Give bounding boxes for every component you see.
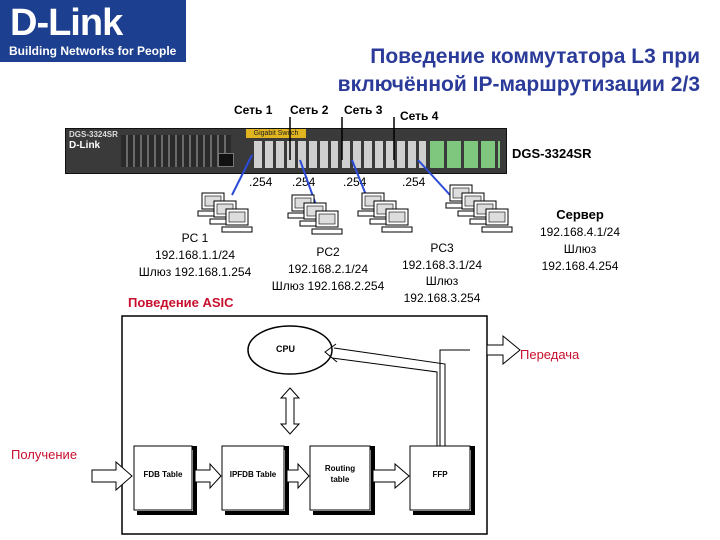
receive-label: Получение <box>11 447 78 462</box>
network-label-2: Сеть 2 <box>290 103 329 117</box>
pc1-name: PC 1 <box>181 231 209 245</box>
ffp-block <box>409 445 475 515</box>
panel-mgmt-port <box>218 153 234 167</box>
server-gateway: 192.168.4.254 <box>541 259 619 273</box>
table-connector-arrows <box>194 462 410 490</box>
panel-combo-block <box>430 141 500 168</box>
page-title-line2: включённой IP-маршрутизации 2/3 <box>337 73 700 96</box>
cable-links <box>231 154 451 206</box>
transmit-label: Передача <box>520 347 580 362</box>
network-label-4: Сеть 4 <box>400 109 439 123</box>
cpu-label: CPU <box>276 344 296 354</box>
server-pcs-icon <box>445 184 513 233</box>
network-label-1: Сеть 1 <box>234 103 273 117</box>
logo-tagline: Building Networks for People <box>9 44 177 58</box>
routing-table-label-1: Routing <box>324 464 356 473</box>
cpu-ellipse <box>247 325 333 375</box>
pc2-ip: 192.168.2.1/24 <box>287 262 369 276</box>
port-label-1: .254 <box>249 175 273 189</box>
ipfdb-table-label: IPFDB Table <box>229 470 277 479</box>
port-label-4: .254 <box>402 175 426 189</box>
ffp-transmit-line <box>439 349 470 446</box>
ffp-cpu-arrow <box>324 343 446 446</box>
pc1-gateway: Шлюз 192.168.1.254 <box>138 265 252 279</box>
receive-arrow <box>91 460 133 492</box>
logo-brand: D-Link <box>10 2 123 44</box>
pc3-gateway-label: Шлюз <box>425 274 459 288</box>
pc2-name: PC2 <box>316 245 340 259</box>
pc1-ip: 192.168.1.1/24 <box>154 248 236 262</box>
pc1-icon <box>197 192 253 233</box>
pc3-gateway: 192.168.3.254 <box>403 291 481 305</box>
ipfdb-table-block <box>221 445 289 515</box>
panel-led-area <box>121 135 231 167</box>
server-gateway-label: Шлюз <box>563 242 597 256</box>
fdb-table-label: FDB Table <box>143 470 183 479</box>
panel-model: DGS-3324SR <box>69 130 118 139</box>
panel-label: Gigabit Switch <box>246 129 306 138</box>
network-label-3: Сеть 3 <box>344 103 383 117</box>
asic-heading: Поведение ASIC <box>128 295 234 310</box>
pc3-icon <box>357 192 413 233</box>
page-title-line1: Поведение коммутатора L3 при <box>370 45 700 68</box>
fdb-table-block <box>133 445 197 515</box>
panel-ports-block-2 <box>342 141 426 168</box>
dlink-logo: D-Link Building Networks for People <box>0 0 186 62</box>
panel-ports-block-1 <box>254 141 338 168</box>
port-label-3: .254 <box>343 175 367 189</box>
pc3-ip: 192.168.3.1/24 <box>401 258 483 272</box>
ffp-label: FFP <box>432 470 448 479</box>
panel-brand: D-Link <box>69 140 101 151</box>
switch-model-label: DGS-3324SR <box>512 146 592 161</box>
server-name: Сервер <box>556 207 604 222</box>
cpu-table-arrow <box>279 387 301 435</box>
pc3-name: PC3 <box>430 241 454 255</box>
server-ip: 192.168.4.1/24 <box>539 225 621 239</box>
routing-table-label-2: table <box>330 475 350 484</box>
routing-table-block <box>309 445 375 515</box>
switch-front-panel: DGS-3324SR D-Link Gigabit Switch <box>65 128 507 174</box>
transmit-arrow <box>486 334 521 366</box>
network-brackets <box>289 117 395 160</box>
pc2-gateway: Шлюз 192.168.2.254 <box>271 279 385 293</box>
